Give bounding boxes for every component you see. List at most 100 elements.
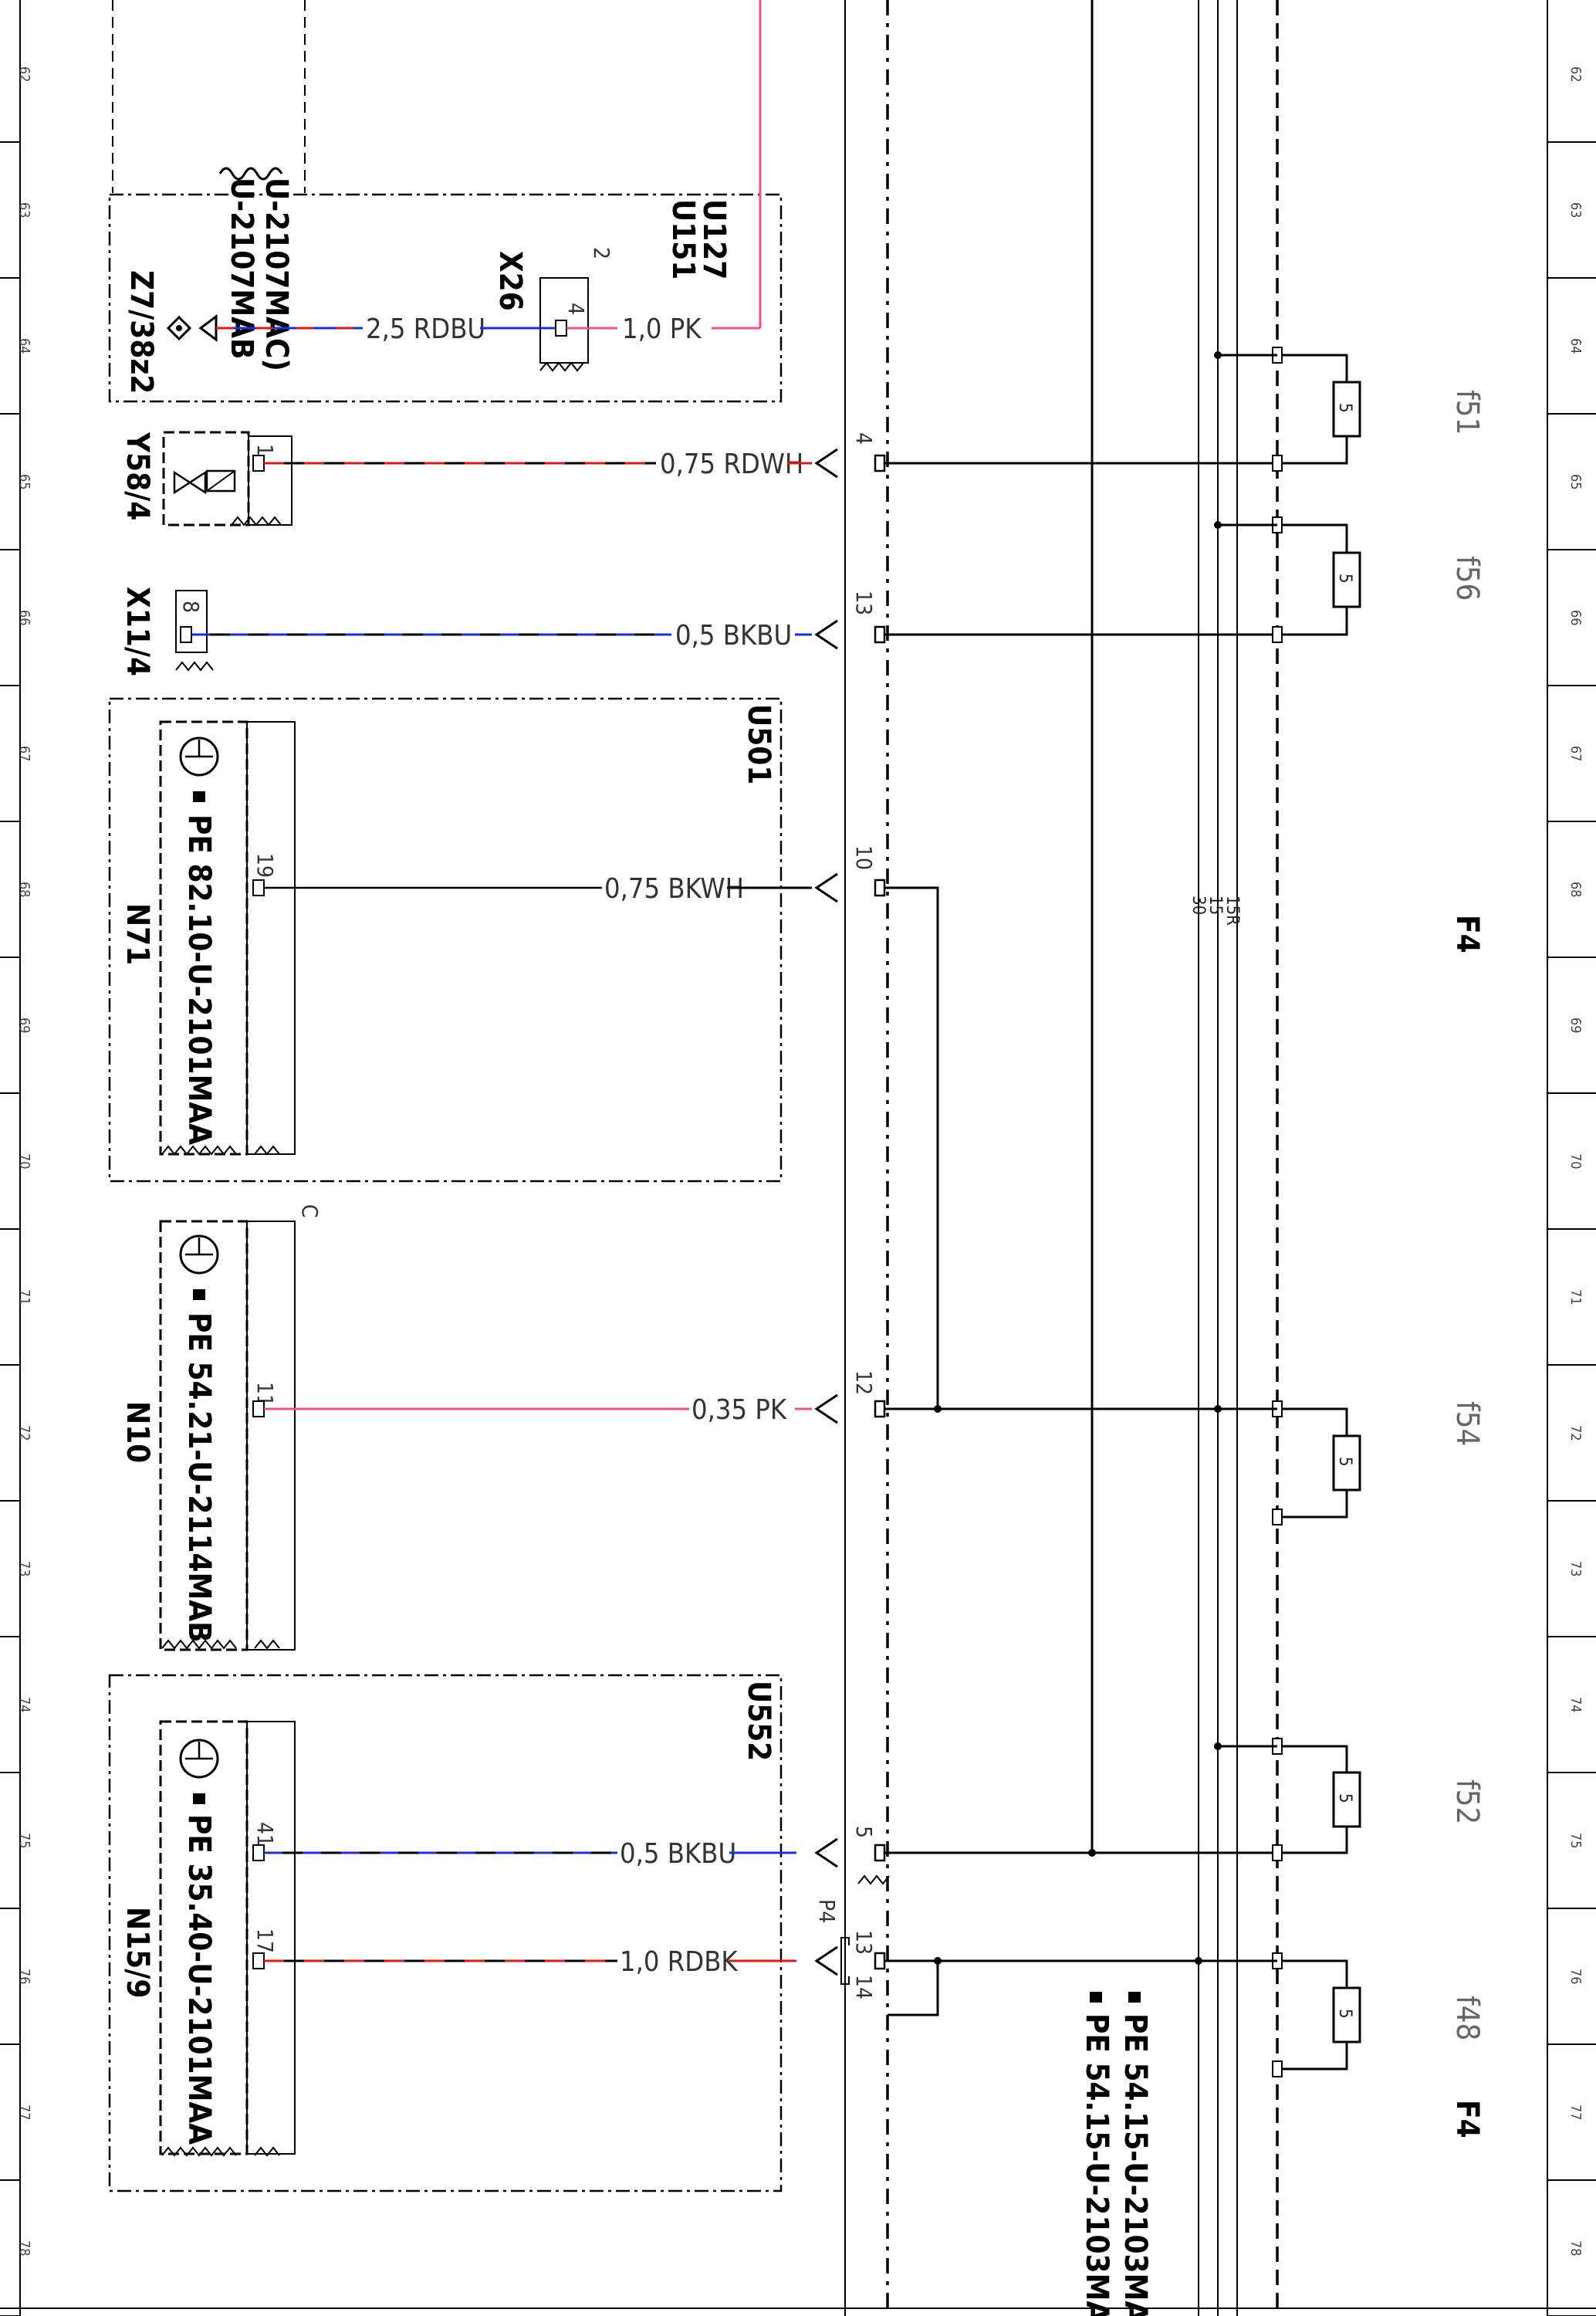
splice-z7: Z7/38z2 [123,270,218,394]
grid-number-left: 67 [16,746,32,762]
n71-ref: PE 82.10-U-2101MAA [181,814,217,1145]
bottom-ref-2: PE 54.15-U-2103MAC [1079,2013,1114,2316]
grid-number-left: 75 [16,1833,32,1849]
junction-dot [1214,1405,1222,1413]
fuse-lead [1277,1827,1348,1854]
grid-number-left: 66 [16,610,32,626]
n15-name: N15/9 [120,1907,155,1998]
fuse-body [1332,1986,1361,2043]
junction-dot [1214,521,1222,529]
grid-number-left: 68 [16,882,32,898]
fuse-rating: 5 [1335,574,1354,584]
grid-number-left: 70 [16,1153,32,1170]
grid-number-left: 74 [16,1697,32,1713]
grid-number-left: 63 [16,202,32,218]
conn-pin-65: 4 [851,432,877,445]
x26-pin4: 4 [563,303,589,315]
bottom-refs: PE 54.15-U-2103MAB PE 54.15-U-2103MAC [1079,1992,1153,2316]
module-u501-label: U501 [741,704,776,784]
x11-label: X11/4 [120,587,155,676]
conn-pin-68: 10 [851,845,877,870]
fuse-terminal [1272,1844,1283,1861]
n71-pin: 19 [252,853,278,878]
wire-64-label: 2,5 RDBU [366,313,485,345]
grid-number-left: 78 [16,2240,32,2257]
busbar-15r: 15R [1222,896,1242,926]
grid-number-left: 72 [16,1425,32,1441]
z7-label: Z7/38z2 [123,270,159,394]
grid-number-right: 62 [1567,66,1584,83]
grid-number-right: 67 [1567,746,1584,762]
fuse-name: f52 [1449,1779,1485,1824]
top-partial-label-2: U-2107MAC) [259,178,294,371]
grid-number-right: 68 [1567,882,1584,898]
fuse-name: f54 [1449,1401,1485,1446]
grid-number-left: 64 [16,338,32,354]
conn-pin-76b: 14 [851,1975,877,1999]
fuse-body [1332,1434,1361,1492]
busbar-30: 30 [1189,896,1208,915]
fuse-connector-strip: 4 13 10 12 5 13 14 P4 [814,0,890,2316]
n15-pin-41: 41 [252,1822,278,1847]
x11-pin: 8 [178,601,204,613]
grid-number-right: 77 [1567,2104,1584,2121]
module-u127: U127 U151 [108,193,783,403]
n10-extra: C [297,1204,323,1218]
connector-x11: X11/4 8 [120,587,214,676]
grid-number-right: 74 [1567,1697,1584,1713]
fuse-terminal [1272,2060,1283,2077]
grid-number-right: 72 [1567,1425,1584,1441]
fuse-lead [1277,1490,1348,1519]
x26-pin2: 2 [589,247,614,259]
module-u552-label: U552 [741,1681,776,1761]
module-u552: U552 PE 35.40-U-2101MAA N15/9 41 17 [108,1674,783,2192]
connector-arrows [814,448,838,1976]
grid-number-left: 69 [16,1017,32,1034]
conn-pin-72: 12 [851,1370,877,1395]
busbar-15: 15 [1205,896,1225,915]
strip-terminals [874,454,886,1970]
fuse-body [1332,551,1361,608]
x26-label: X26 [492,251,528,311]
wire-66-label: 0,5 BKBU [675,620,792,652]
fuse-lead [1277,436,1348,465]
connector-x26: X26 2 4 [492,247,614,372]
module-u127-label-1: U127 [696,199,732,279]
fuse-rating: 5 [1335,1457,1354,1467]
junction-dot [1214,351,1222,359]
grid-number-left: 73 [16,1561,32,1577]
fuse-lead [1277,354,1348,382]
wire-stubs [727,462,812,1410]
wire-75-label: 0,5 BKBU [620,1838,736,1870]
grid-number-right: 76 [1567,1969,1584,1985]
grid-number-right: 69 [1567,1017,1584,1034]
wire-64b-label: 1,0 PK [622,313,702,345]
grid-number-left: 71 [16,1289,32,1305]
y58-label: Y58/4 [120,432,155,520]
grid-number-right: 75 [1567,1833,1584,1849]
n10-name: N10 [120,1401,155,1463]
fuse-name: f48 [1449,1996,1485,2040]
fuse-lead [1277,1959,1348,1988]
conn-p4-label: P4 [814,1899,840,1923]
wire-65-label: 0,75 RDWH [660,449,803,480]
n10-ref: PE 54.21-U-2114MAB [181,1312,217,1643]
grid-number-right: 71 [1567,1289,1584,1305]
wire-72-label: 0,35 PK [691,1394,787,1426]
top-partial-label-1: U-2107MAB [224,178,259,359]
fuse-block-label-2: F4 [1449,2100,1485,2138]
fuse-lead [1277,1407,1348,1436]
grid-number-right: 64 [1567,338,1584,354]
fuse-lead [1277,1745,1348,1773]
module-u127-label-2: U151 [665,199,701,279]
wire-68-label: 0,75 BKWH [604,873,744,905]
fuse-body [1332,1771,1361,1828]
top-partial-block: U-2107MAB U-2107MAC) [112,0,306,371]
grid-number-left: 77 [16,2104,32,2121]
junction-dot [1195,1957,1202,1965]
fuse-lead [1277,523,1348,553]
